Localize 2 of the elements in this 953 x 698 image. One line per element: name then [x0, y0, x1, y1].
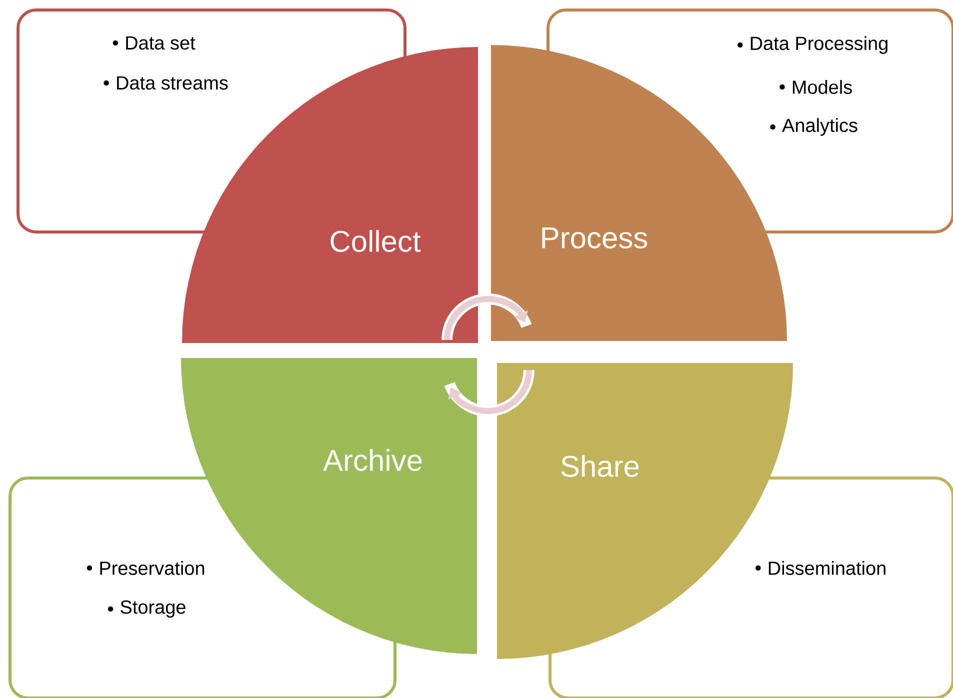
curved-arrow — [444, 370, 534, 416]
curved-arrow — [442, 294, 532, 340]
